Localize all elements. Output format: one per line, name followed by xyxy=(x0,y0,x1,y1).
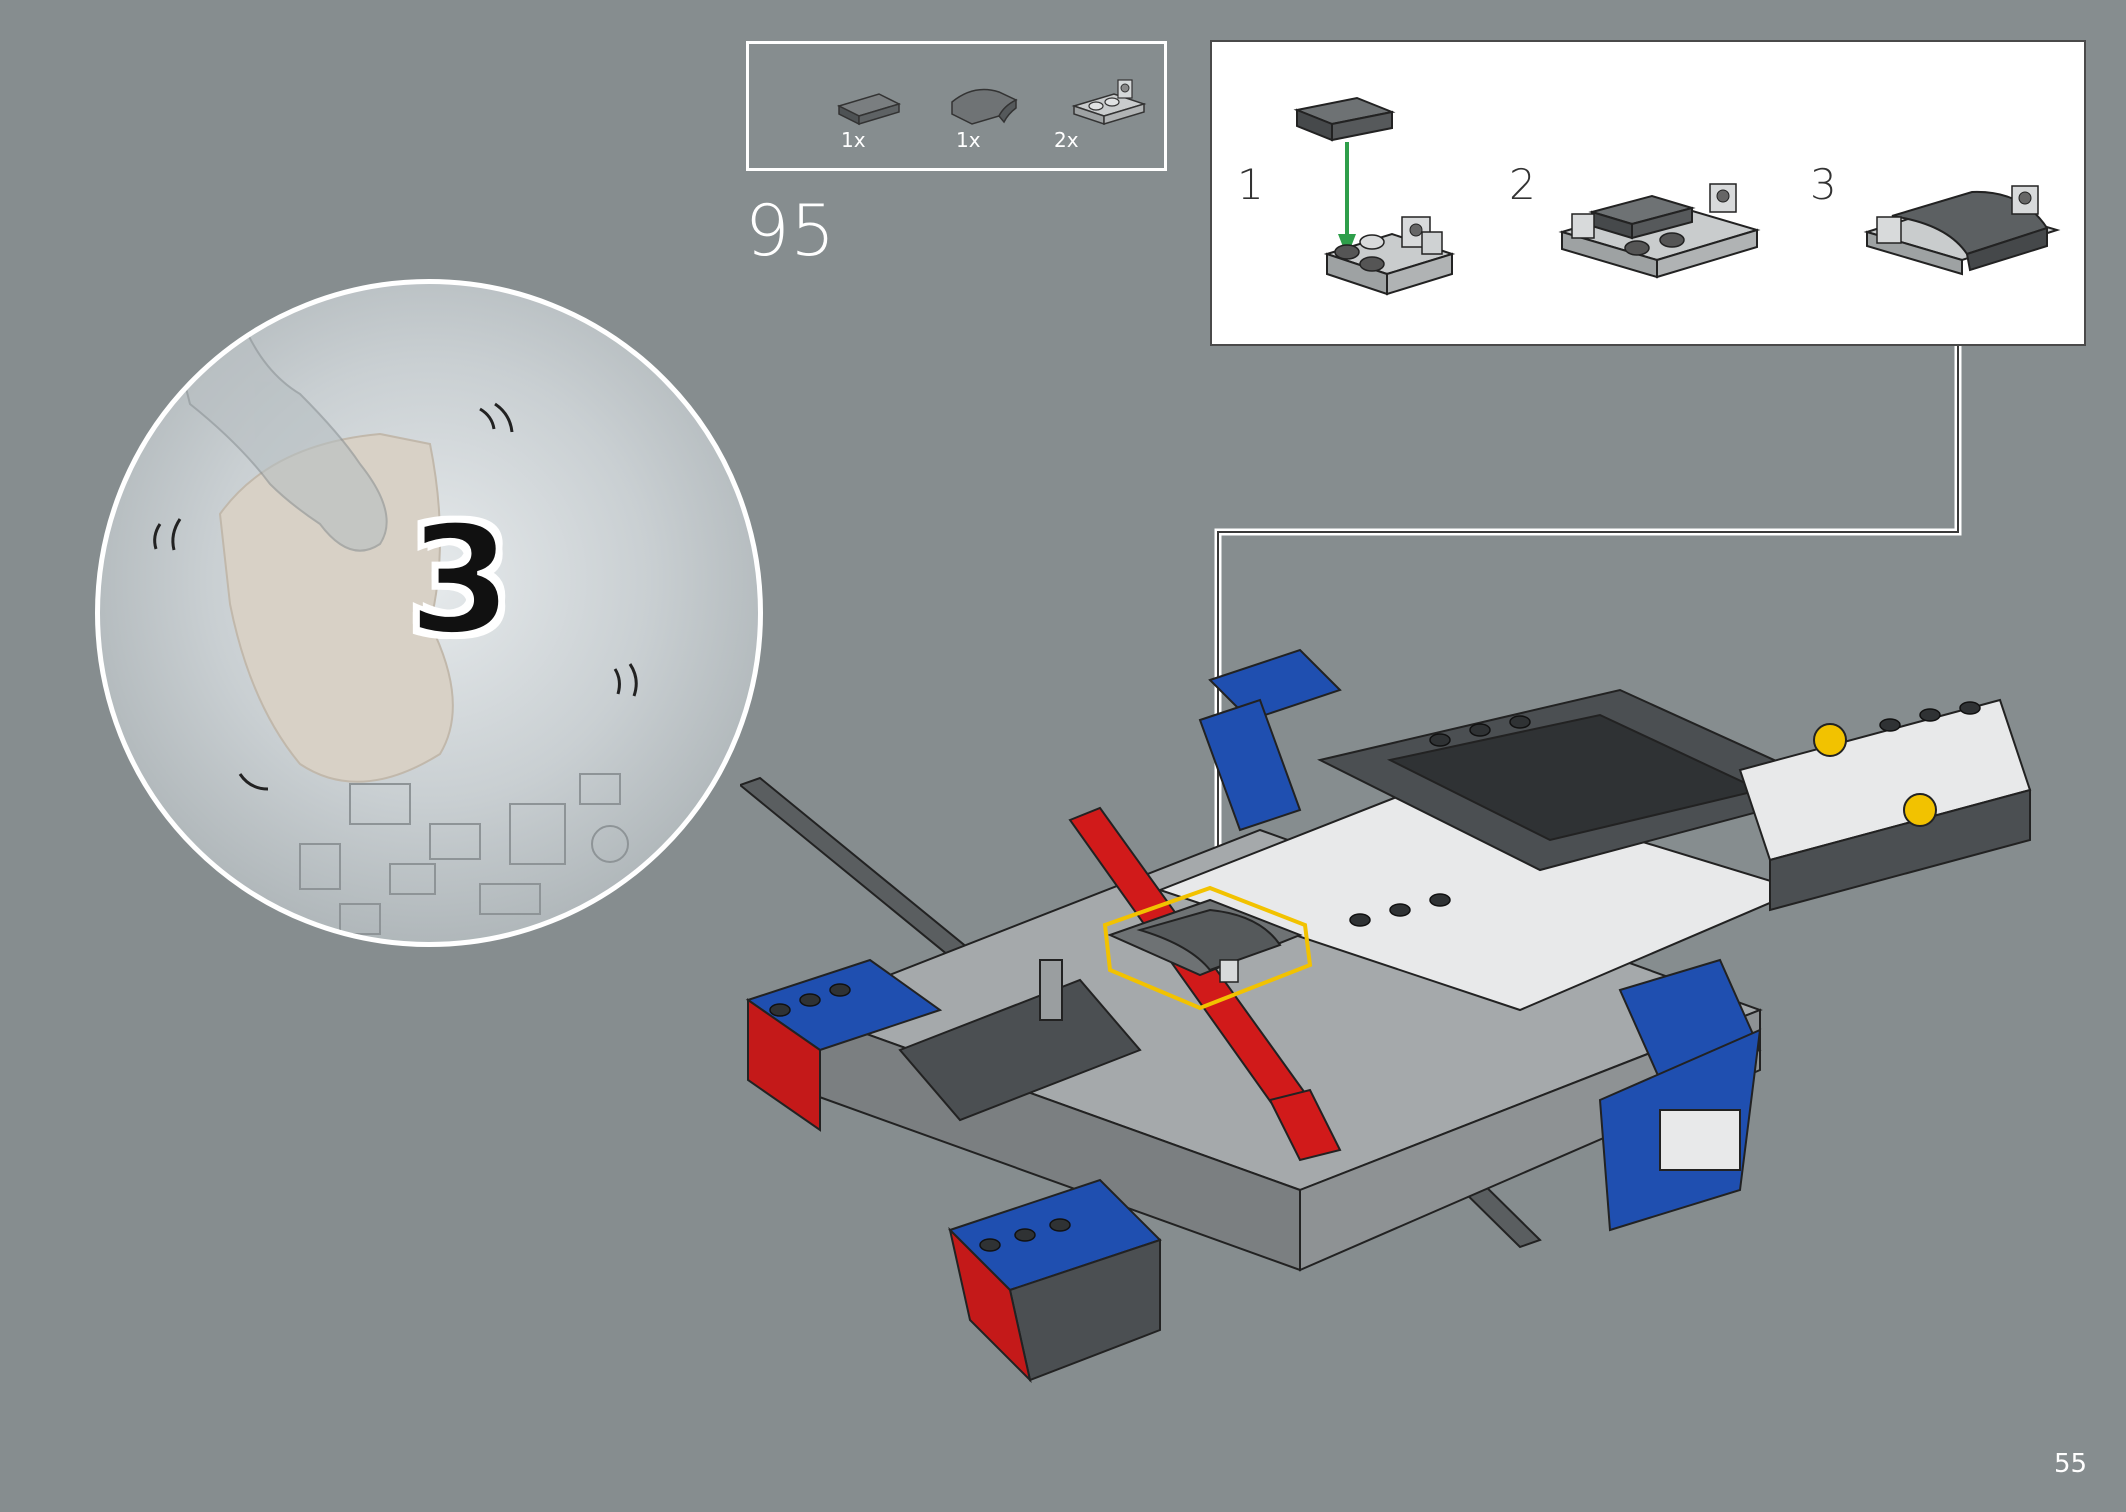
substep-number: 2 xyxy=(1509,160,1536,209)
hand-icon xyxy=(158,284,388,552)
part-item: 2x xyxy=(1034,44,1154,174)
shock-absorber-icon xyxy=(1039,959,1063,1021)
dark-gray-curved-slope-icon xyxy=(951,88,1018,125)
substep-number: 3 xyxy=(1810,160,1837,209)
part-quantity: 1x xyxy=(841,128,866,152)
substep-box: 1 2 3 xyxy=(1210,40,2086,346)
part-item: 1x xyxy=(904,44,1024,174)
page-number: 55 xyxy=(2054,1449,2088,1479)
substep-2-illustration xyxy=(1558,183,1761,279)
substep-1-illustration xyxy=(1293,96,1456,296)
scattered-bricks-icon xyxy=(299,773,629,935)
dark-gray-tile-1x2-icon xyxy=(836,93,902,126)
hand-holding-bag-icon xyxy=(153,284,638,935)
step-number: 95 xyxy=(745,190,837,272)
substep-3-illustration xyxy=(1863,185,2061,276)
bag-icon xyxy=(218,432,454,783)
highlight-outline xyxy=(1102,885,1313,1011)
bag-number: 3 xyxy=(406,492,514,670)
part-quantity: 1x xyxy=(956,128,981,152)
highlighted-new-part xyxy=(1102,885,1313,1011)
part-item: 1x xyxy=(789,44,909,174)
bag-open-illustration: 3 xyxy=(95,279,763,947)
part-quantity: 2x xyxy=(1054,128,1079,152)
model-assembly-illustration xyxy=(740,648,2032,1384)
light-gray-plate-with-clip-icon xyxy=(1071,79,1147,126)
parts-list-box: 1x 1x 2x xyxy=(746,41,1167,171)
yellow-pin-icon xyxy=(1813,723,1847,757)
substep-number: 1 xyxy=(1237,160,1264,209)
shake-marks-icon xyxy=(153,402,638,791)
yellow-pin-icon xyxy=(1903,793,1937,827)
